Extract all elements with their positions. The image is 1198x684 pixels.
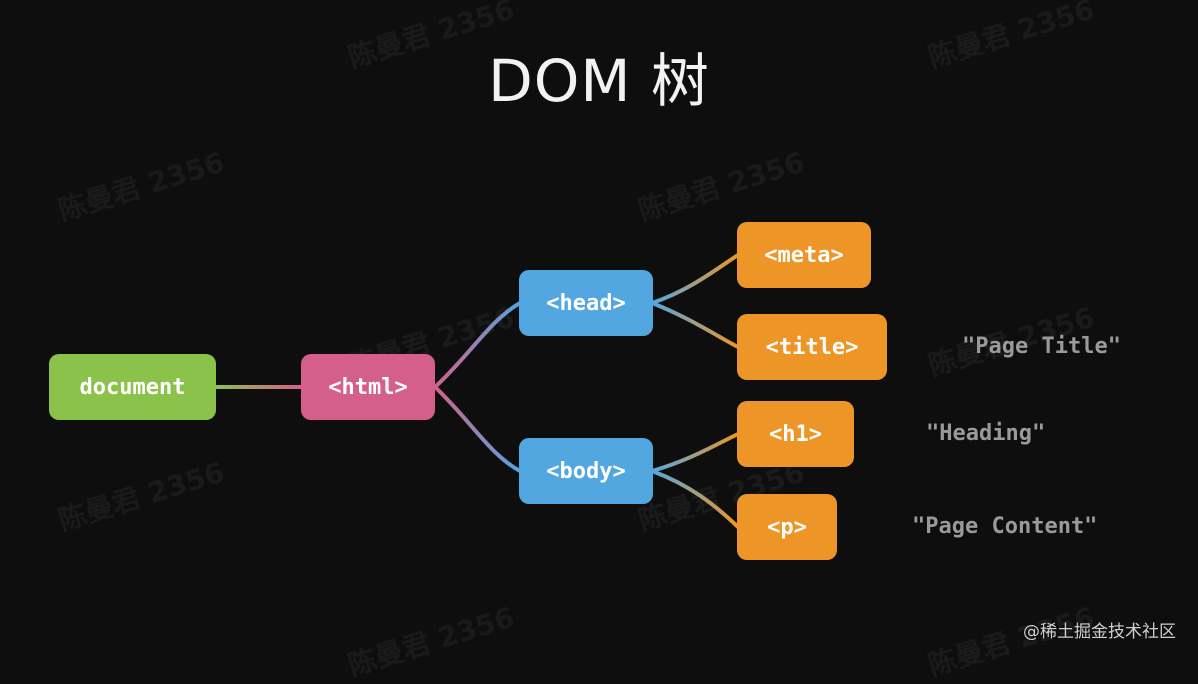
diagram-title: DOM 树 <box>488 47 710 115</box>
node-h1: <h1> <box>737 401 854 467</box>
link-head-title <box>650 301 740 349</box>
link-body-h1 <box>650 432 740 473</box>
link-head-meta <box>650 253 740 305</box>
node-p: <p> <box>737 494 837 560</box>
node-title: <title> <box>737 314 887 380</box>
node-meta: <meta> <box>737 222 871 288</box>
source-credit: @稀土掘金技术社区 <box>1023 622 1176 642</box>
link-body-p <box>650 469 740 529</box>
tree-links <box>214 253 950 529</box>
text-node-page-title: "Page Title" <box>962 334 1121 359</box>
node-head: <head> <box>519 270 653 336</box>
link-html-body <box>433 385 522 473</box>
text-node-heading: "Heading" <box>926 421 1046 446</box>
node-html: <html> <box>301 354 435 420</box>
node-document: document <box>49 354 216 420</box>
node-body: <body> <box>519 438 653 504</box>
text-node-page-content: "Page Content" <box>912 514 1098 539</box>
link-html-head <box>433 301 522 389</box>
